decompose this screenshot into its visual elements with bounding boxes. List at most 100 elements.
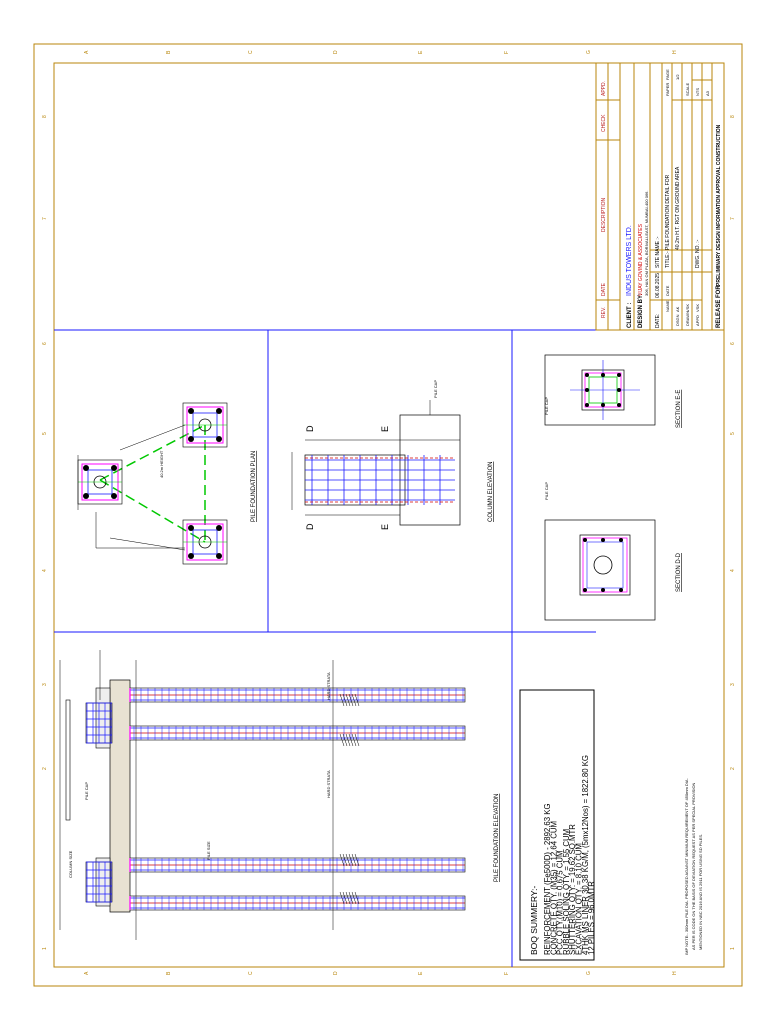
strata-hatch: [348, 693, 354, 707]
boq-summary: BOQ SUMMERY:- REINFORCEMENT (Fe500D) - 2…: [529, 755, 596, 955]
strata-hatch: [345, 891, 351, 905]
section-e-mark-2: E: [380, 524, 390, 530]
plan-height-label: 40.2m HEIGHT: [159, 450, 164, 478]
tb-release: RELEASE FOR: [716, 285, 722, 328]
pile-dot: [188, 408, 194, 414]
tb-title-line2: 40.2m H.T. RGT ON GROUND AREA: [675, 166, 681, 250]
boq-line: REINFORCEMENT (Fe500D) - 2892.63 KG: [543, 803, 552, 955]
strata-hatch: [342, 693, 348, 707]
tb-appd: APPD.: [601, 81, 607, 96]
tb-date-col: DATE: [601, 282, 607, 296]
boq-line: 12 PILES = 96.0MTR: [587, 881, 596, 955]
panel-dividers: [54, 329, 724, 967]
section-e-e: SECTION E-E PILE CAP: [544, 354, 682, 428]
tb-dwg: DWG. NO. :-: [695, 239, 701, 268]
tb-paper: PAPER: [665, 83, 670, 96]
tb-page-no: 1/2: [675, 74, 680, 80]
grid-col-label: H: [672, 971, 678, 975]
column-elevation-title: COLUMN ELEVATION: [488, 462, 494, 522]
tb-description: DESCRIPTION: [601, 197, 607, 232]
rebar-dot: [583, 588, 587, 592]
grid-col-label: F: [504, 972, 510, 975]
title-block-text: REV. DATE DESCRIPTION CHECK APPD.: [601, 81, 607, 318]
strata-hatch: [351, 853, 357, 867]
grid-col-label: B: [166, 971, 172, 975]
grid-row-label: 8: [42, 115, 48, 118]
pile-plan-title: PILE FOUNDATION PLAN: [251, 451, 257, 522]
grid-col-label: C: [248, 50, 254, 54]
pile-cap-body: [109, 679, 131, 913]
note-line-1: IMP NOTE:- 300mm PILE DIA. PROPOSED AGAI…: [684, 778, 689, 955]
tb-scale: SCALE: [685, 83, 690, 96]
strata-hatch: [339, 891, 345, 905]
grid-row-label: 5: [730, 432, 736, 435]
boq-line: 4THK MS LINER 30.38 KG/M, (5mx12Nos) = 1…: [581, 755, 590, 955]
strata-hatch: [342, 891, 348, 905]
boq-title: BOQ SUMMERY:-: [529, 886, 539, 955]
grid-row-label: 6: [42, 342, 48, 345]
pile-dot: [216, 436, 222, 442]
grid-row-label: 3: [42, 683, 48, 686]
tb-nts: NTS: [695, 88, 700, 96]
rebar-dot: [585, 373, 589, 377]
strata-hatch: [348, 733, 354, 747]
strata-hatch: [339, 733, 345, 747]
grid-col-label: D: [333, 50, 339, 54]
tb-appd2: APPD: [695, 315, 700, 326]
strata-hatch: [342, 853, 348, 867]
grid-col-label: B: [166, 50, 172, 54]
rebar-dot: [617, 373, 621, 377]
rebar-dot: [619, 588, 623, 592]
grid-row-label: 4: [730, 569, 736, 572]
grid-row-label: 1: [42, 947, 48, 950]
rebar-dot: [601, 588, 605, 592]
section-d-mark: D: [305, 425, 315, 432]
pile-dot: [216, 408, 222, 414]
tb-vsk: VSK: [685, 304, 690, 312]
imp-note: IMP NOTE:- 300mm PILE DIA. PROPOSED AGAI…: [684, 778, 703, 955]
column-size-label: COLUMN SIZE: [68, 850, 73, 878]
rebar-dot: [601, 403, 605, 407]
section-d-d: SECTION D-D PILE CAP: [544, 482, 682, 621]
strata-hatch: [345, 693, 351, 707]
strata-hatch: [342, 733, 348, 747]
tb-rev: REV.: [601, 307, 607, 318]
rebar-dot: [619, 538, 623, 542]
tb-a3: A3: [705, 90, 710, 96]
hard-strata-top: HARD STRATA: [326, 672, 331, 700]
tb-client: INDUS TOWERS LTD.: [626, 225, 633, 296]
section-d-mark-2: D: [305, 523, 315, 530]
strata-hatch: [339, 693, 345, 707]
sec-e-pile-cap: PILE CAP: [544, 397, 549, 415]
grid-row-label: 3: [730, 683, 736, 686]
grid-col-label: F: [504, 51, 510, 54]
tb-date2: DATE: [665, 285, 670, 296]
tb-date-label: DATE:: [655, 314, 661, 328]
grid-col-label: D: [333, 971, 339, 975]
strata-hatch: [354, 891, 360, 905]
section-d-title: SECTION D-D: [676, 552, 682, 592]
pile-cap-size-label: PILE CAP: [84, 782, 89, 800]
tb-site-label: SITE NAME :-: [655, 236, 661, 268]
pile-dot: [188, 436, 194, 442]
rebar-dot: [601, 538, 605, 542]
strata-hatch: [354, 693, 360, 707]
grid-row-label: 2: [730, 767, 736, 770]
tb-client-label: CLIENT :: [627, 303, 633, 328]
strata-hatch: [351, 693, 357, 707]
grid-row-label: 4: [42, 569, 48, 572]
pile-dot: [111, 465, 117, 471]
grid-col-label: G: [586, 50, 592, 54]
grid-col-label: G: [586, 971, 592, 975]
strata-hatch: [345, 733, 351, 747]
boq-line: PCC QTY.(M10) = 0.675 CUM: [556, 851, 565, 956]
rebar-dot: [601, 373, 605, 377]
tb-options: PRELIMINARY DESIGN INFORMATION APPROVAL …: [716, 124, 722, 286]
section-e-mark: E: [380, 426, 390, 432]
grid-row-label: 2: [42, 767, 48, 770]
rebar-dot: [585, 388, 589, 392]
pile-dot: [188, 553, 194, 559]
grid-row-label: 7: [42, 217, 48, 220]
